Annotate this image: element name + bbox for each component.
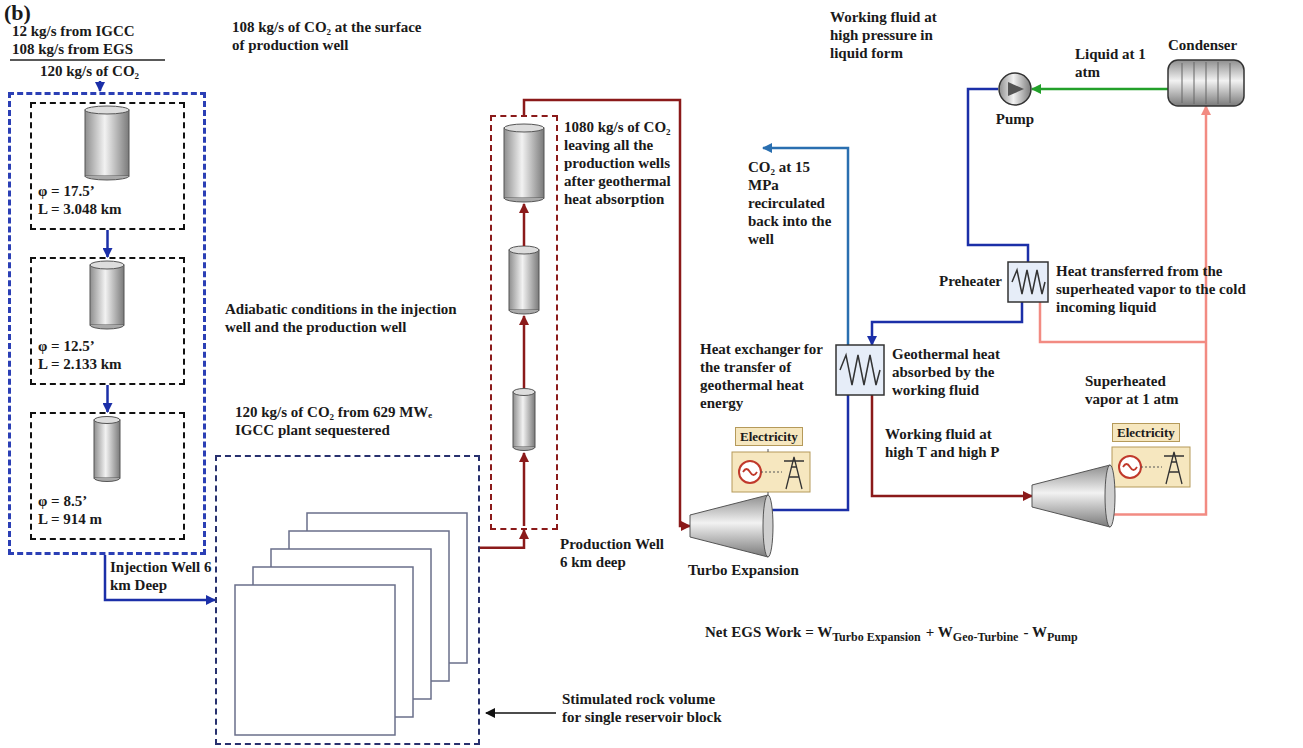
pipe-dimension: L = 914 m [38,510,178,528]
pipe-dimension: L = 3.048 km [38,200,178,218]
panel-letter: (b) [4,0,31,26]
flow-line [106,385,109,412]
turbo-expander-shape [690,495,768,557]
condenser-shape [1168,60,1244,106]
pump-label: Pump [988,110,1042,128]
pipe-section-box: φ = 12.5’L = 2.133 km [30,257,185,385]
flow-note: Working fluid at high T and high P [885,425,1020,461]
turbo-expander: ElectricityTurbo Expansion [690,495,768,557]
flow-note: 1080 kg/s of CO₂ leaving all the product… [564,118,672,208]
geo-turbine-shape [1032,465,1110,527]
flow-line [872,395,1032,496]
pipe-dimension: φ = 8.5’ [38,492,178,510]
note: Working fluid at high pressure in liquid… [830,8,958,62]
flow-note: CO₂ at 15 MPa recirculated back into the… [748,158,840,248]
flow-note: 12 kg/s from IGCC [12,22,135,40]
note: Stimulated rock volume for single reserv… [562,690,722,726]
flow-note: Superheated vapor at 1 atm [1085,372,1197,408]
subscript: Geo-Turbine [953,627,1019,647]
equation: Net EGS Work = WTurbo Expansion+ WGeo-Tu… [705,622,1078,643]
well-label: Production Well 6 km deep [560,535,672,571]
preheater-shape [1008,262,1048,302]
preheater-label: Preheater [924,272,1002,290]
exchanger-label: Geothermal heat absorbed by the working … [892,345,1017,399]
turbine-label: Turbo Expansion [688,561,828,579]
pipe-section-box: φ = 8.5’L = 914 m [30,412,185,540]
pipe-dimension: φ = 12.5’ [38,337,178,355]
flow-note: 108 kg/s of CO₂ at the surface of produc… [232,18,432,54]
heat-exchanger-shape [836,345,884,395]
flow-line [1032,88,1168,91]
subscript: Turbo Expansion [832,627,921,647]
reservoir-label: 120 kg/s of CO₂ from 629 MWₑ IGCC plant … [235,403,460,439]
flow-line [106,230,109,257]
equation-part: Net EGS Work = W [705,622,832,642]
pump: Pump [998,72,1032,106]
electricity-tag: Electricity [735,427,803,446]
condenser-label: Condenser [1168,36,1237,54]
flow-note: 108 kg/s from EGS [12,40,133,58]
flow-line [105,555,215,600]
note: Adiabatic conditions in the injection we… [225,300,475,336]
injection-well-box: Injection Well 6 km Deepφ = 17.5’L = 3.0… [8,92,206,555]
pipe-dimension: L = 2.133 km [38,355,178,373]
flow-line [524,100,690,526]
equation-part: - W [1023,622,1046,642]
production-well-box: Production Well 6 km deep [490,115,558,530]
pipe-dimension: φ = 17.5’ [38,182,178,200]
equation-part: + W [926,622,953,642]
pump-shape [998,72,1032,106]
flow-note: Liquid at 1 atm [1075,45,1160,81]
condenser: Condenser [1168,60,1244,106]
electricity-tag: Electricity [1112,423,1180,442]
heat-exchanger: Geothermal heat absorbed by the working … [836,345,884,395]
geo-turbine: Electricity [1032,465,1110,527]
preheater: Preheater [1008,262,1048,302]
flow-line [768,395,848,510]
pipe-section-box: φ = 17.5’L = 3.048 km [30,102,185,230]
note: Heat transferred from the superheated va… [1056,262,1296,316]
note: Heat exchanger for the transfer of geoth… [700,340,832,412]
subscript: Pump [1047,627,1078,647]
well-label: Injection Well 6 km Deep [110,558,214,594]
flow-line [872,302,1022,345]
flow-line [480,530,524,548]
reservoir-box: 120 kg/s of CO₂ from 629 MWₑ IGCC plant … [215,455,480,745]
flow-note: 120 kg/s of CO₂ [40,62,139,80]
